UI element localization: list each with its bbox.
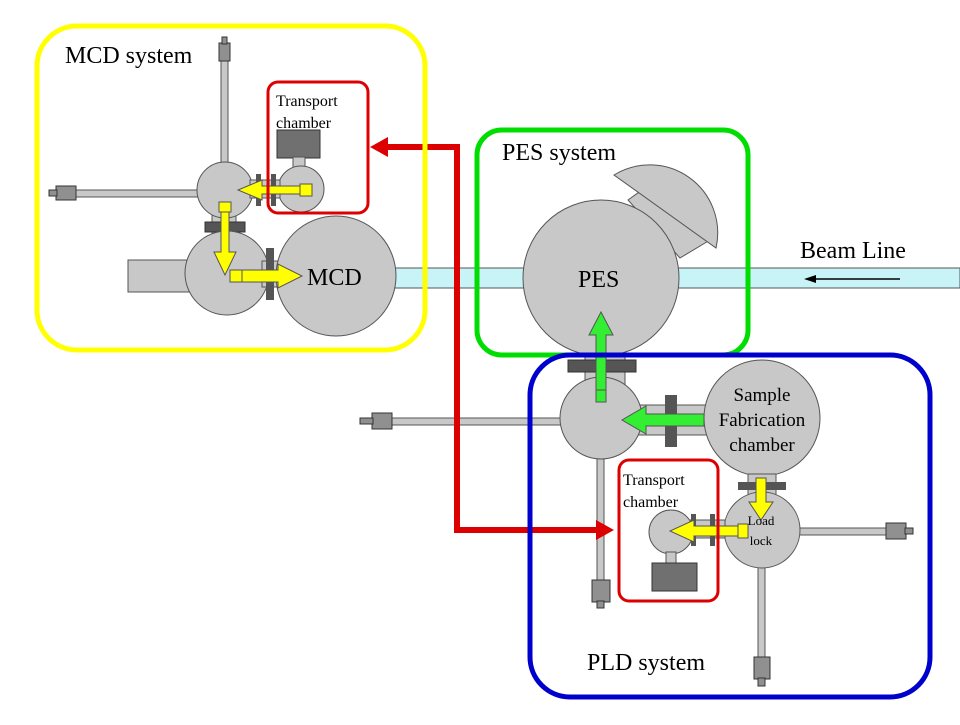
pes-chamber-label: PES [578,267,619,293]
transport-chamber-box-top [266,80,370,215]
load-lock-label-1: Load [748,513,775,528]
mcd-system-box [34,23,428,353]
pld-system-box [527,352,933,700]
load-lock-label-2: lock [750,533,773,548]
mcd-transfer-arrows [213,179,313,289]
transport-chamber-top-label-2: chamber [276,115,332,132]
mcd-hardware [48,36,397,337]
sample-fabrication-label-1: Sample [734,385,791,406]
transport-chamber-bottom-label-2: chamber [623,494,679,511]
sample-fabrication-label-3: chamber [729,435,795,456]
beam-line-label: Beam Line [800,238,906,264]
transport-chamber-box-bottom [617,458,720,603]
transport-chamber-top-label-1: Transport [276,93,338,110]
pld-transfer-arrows [668,477,774,543]
transport-chamber-bottom-label-1: Transport [623,472,685,489]
mcd-system-label: MCD system [65,43,193,69]
pld-hardware [359,359,914,687]
pes-system-label: PES system [502,140,616,166]
pld-system-label: PLD system [587,650,705,676]
sample-fabrication-label-2: Fabrication [719,410,806,431]
mcd-chamber-label: MCD [307,265,362,291]
pes-hardware [522,164,719,396]
